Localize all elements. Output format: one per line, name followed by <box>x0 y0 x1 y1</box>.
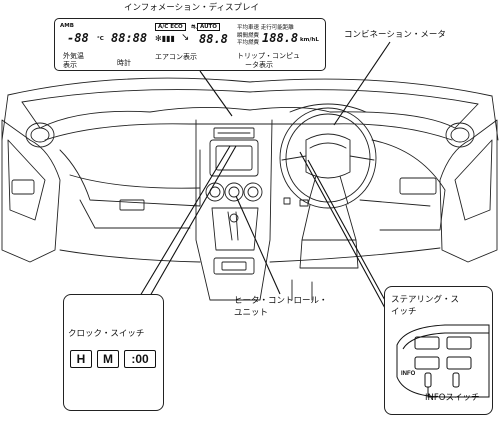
heater-control-label-1: ヒータ・コントロール・ <box>234 296 328 306</box>
leader-steering-switch-a <box>299 151 387 311</box>
auto-tag: AUTO <box>197 23 220 31</box>
temp-unit: °C <box>97 36 104 42</box>
instrument-hood <box>289 103 367 113</box>
glovebox <box>59 149 201 207</box>
fan-mode-icon: ⛐ <box>191 23 198 31</box>
info-switch-rocker <box>424 372 432 388</box>
heater-knob-left <box>205 182 225 202</box>
trip-unit: km/hL <box>300 37 319 43</box>
fan-speed-icon: ✻▮▮▮ <box>155 34 175 43</box>
info-button-label[interactable]: INFO <box>401 371 416 377</box>
shifter-panel <box>211 207 259 251</box>
clock-switch-callout: クロック・スイッチ H M :00 <box>63 294 164 411</box>
caption-outside-temp-2: 表示 <box>63 61 77 69</box>
leader-steering-switch-b <box>307 159 399 325</box>
clock-hour-button[interactable]: H <box>70 350 92 368</box>
combination-meter-label: コンビネーション・メータ <box>344 30 446 40</box>
caption-trip-1: トリップ・コンピュ <box>237 52 300 60</box>
info-switch-label: INFOスイッチ <box>425 393 480 403</box>
climate-temp-value: 88.8 <box>199 32 228 46</box>
floor-left <box>59 249 201 263</box>
leader-heater-control <box>235 195 281 295</box>
outside-temp-value: -88 <box>67 31 89 45</box>
leader-clock-switch-b <box>149 145 237 297</box>
steering-switch-drawing <box>396 324 490 398</box>
center-display-frame <box>209 139 259 177</box>
floor-right <box>269 247 441 263</box>
caption-aircon: エアコン表示 <box>155 53 197 61</box>
clock-value: 88:88 <box>111 31 148 45</box>
right-a-pillar <box>454 95 499 141</box>
steering-switch-label-2: イッチ <box>391 307 417 317</box>
left-vent <box>25 122 55 148</box>
leader-info-display <box>199 70 233 117</box>
steering-switch-callout: ステアリング・ス イッチ INFO INFOスイッチ <box>384 286 493 415</box>
leader-clock-switch-a <box>139 145 231 297</box>
steering-wheel-rim <box>279 107 377 209</box>
left-door <box>1 119 61 263</box>
heater-control-label-2: ユニット <box>234 308 269 318</box>
trip-line-2: 瞬間燃費 <box>237 33 260 39</box>
clock-zero-button[interactable]: :00 <box>124 350 156 368</box>
amb-tag: AMB <box>60 23 74 29</box>
trip-line-3: 平均燃費 <box>237 40 260 46</box>
steering-wheel-hub <box>305 133 351 179</box>
trip-value: 188.8 <box>262 31 299 45</box>
heater-knob-center <box>224 182 244 202</box>
steering-column <box>301 204 357 241</box>
caption-trip-2: ータ表示 <box>245 61 273 69</box>
dashboard-top <box>39 106 456 129</box>
information-display-label: インフォメーション・ディスプレイ <box>124 3 259 13</box>
heater-knob-right <box>243 182 263 202</box>
caption-outside-temp-1: 外気温 <box>63 52 84 60</box>
right-door <box>439 119 498 263</box>
ac-eco-tag: A/C ECO <box>155 23 186 31</box>
leader-combination-meter <box>333 41 391 126</box>
steering-switch-label-1: ステアリング・ス <box>391 295 460 305</box>
clock-minute-button[interactable]: M <box>97 350 119 368</box>
caption-clock: 時計 <box>117 59 131 67</box>
airflow-icon: ↘ <box>181 32 190 43</box>
clock-switch-label: クロック・スイッチ <box>68 329 145 339</box>
center-stack <box>195 119 273 301</box>
lower-console-tray <box>213 257 255 275</box>
information-display-panel: AMB -88 °C 88:88 A/C ECO ⛐ ✻▮▮▮ ↘ AUTO 8… <box>54 18 326 71</box>
windshield-frame <box>7 77 493 97</box>
right-vent <box>445 122 475 148</box>
trip-line-1: 平均車速 走行可能距離 <box>237 25 294 31</box>
